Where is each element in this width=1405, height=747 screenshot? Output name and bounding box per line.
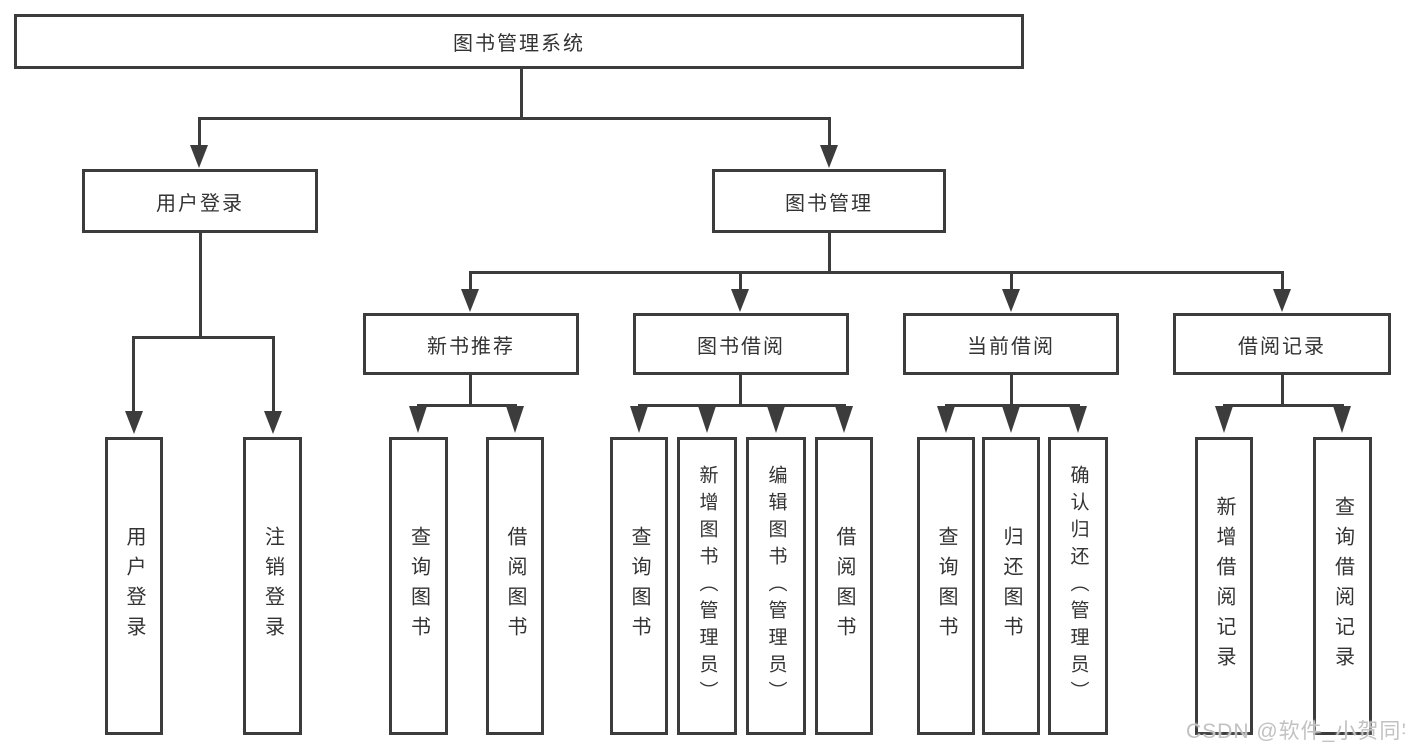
arrowhead-bb-add — [698, 406, 716, 433]
connector-root-stem — [520, 69, 523, 117]
leaf-rec-borrow-books: 借阅图书 — [486, 437, 544, 735]
arrowhead-borrow-rec — [1273, 289, 1291, 312]
connector-stem-book-mgmt — [828, 117, 831, 146]
arrowhead-bb-query — [630, 406, 648, 433]
arrowhead-user-login — [190, 145, 208, 168]
arrowhead-book-borrow — [731, 289, 749, 312]
connector-cur-borrow-stem — [1010, 375, 1013, 404]
arrowhead-cb-return — [1002, 406, 1020, 433]
connector-user-login-branch — [132, 336, 275, 339]
arrowhead-cb-confirm — [1069, 406, 1087, 433]
connector-cur-borrow-branch — [945, 404, 1080, 407]
leaf-borrow-books: 借阅图书 — [815, 437, 873, 735]
node-user-login: 用户登录 — [82, 169, 318, 233]
arrowhead-nr-query — [409, 406, 427, 433]
connector-new-rec-branch — [417, 404, 517, 407]
csdn-watermark: CSDN @软件_小贺同学 — [1186, 720, 1405, 743]
leaf-borrow-query-books: 查询图书 — [610, 437, 668, 735]
node-borrow-records: 借阅记录 — [1173, 313, 1391, 375]
leaf-cur-query-books: 查询图书 — [917, 437, 975, 735]
connector-stem-logout — [272, 336, 275, 412]
connector-user-login-stem — [199, 233, 202, 336]
connector-stem-login — [132, 336, 135, 412]
leaf-return-books: 归还图书 — [982, 437, 1040, 735]
connector-level3-branch — [469, 271, 1284, 274]
connector-new-rec-stem — [469, 375, 472, 404]
connector-stem-user-login — [198, 117, 201, 146]
connector-stem-book-borrow — [739, 271, 742, 290]
leaf-confirm-return-admin: 确认归还（管理员） — [1048, 437, 1108, 735]
arrowhead-cb-query — [937, 406, 955, 433]
connector-stem-new-rec — [469, 271, 472, 290]
leaf-add-books-admin: 新增图书（管理员） — [677, 437, 737, 735]
connector-borrow-rec-branch — [1223, 404, 1344, 407]
leaf-logout: 注销登录 — [243, 437, 302, 735]
connector-level1-branch — [198, 117, 831, 120]
node-new-book-recommend: 新书推荐 — [363, 313, 579, 375]
node-book-borrow: 图书借阅 — [633, 313, 849, 375]
arrowhead-bb-edit — [767, 406, 785, 433]
arrowhead-new-rec — [461, 289, 479, 312]
connector-stem-cur-borrow — [1010, 271, 1013, 290]
arrowhead-book-mgmt — [820, 145, 838, 168]
connector-book-mgmt-stem — [828, 233, 831, 271]
connector-stem-borrow-rec — [1281, 271, 1284, 290]
leaf-add-borrow-record: 新增借阅记录 — [1195, 437, 1253, 735]
node-current-borrow: 当前借阅 — [903, 313, 1119, 375]
connector-borrow-rec-stem — [1281, 375, 1284, 404]
leaf-user-login: 用户登录 — [105, 437, 163, 735]
arrowhead-logout — [264, 411, 282, 434]
leaf-query-borrow-record: 查询借阅记录 — [1313, 437, 1372, 735]
arrowhead-br-query — [1333, 406, 1351, 433]
arrowhead-br-add — [1215, 406, 1233, 433]
arrowhead-cur-borrow — [1002, 289, 1020, 312]
connector-book-borrow-branch — [638, 404, 846, 407]
arrowhead-login — [125, 411, 143, 434]
node-root-system: 图书管理系统 — [14, 14, 1024, 69]
connector-book-borrow-stem — [739, 375, 742, 404]
leaf-edit-books-admin: 编辑图书（管理员） — [746, 437, 806, 735]
node-book-management: 图书管理 — [712, 169, 946, 233]
leaf-rec-query-books: 查询图书 — [389, 437, 448, 735]
arrowhead-nr-borrow — [506, 406, 524, 433]
arrowhead-bb-borrow — [835, 406, 853, 433]
